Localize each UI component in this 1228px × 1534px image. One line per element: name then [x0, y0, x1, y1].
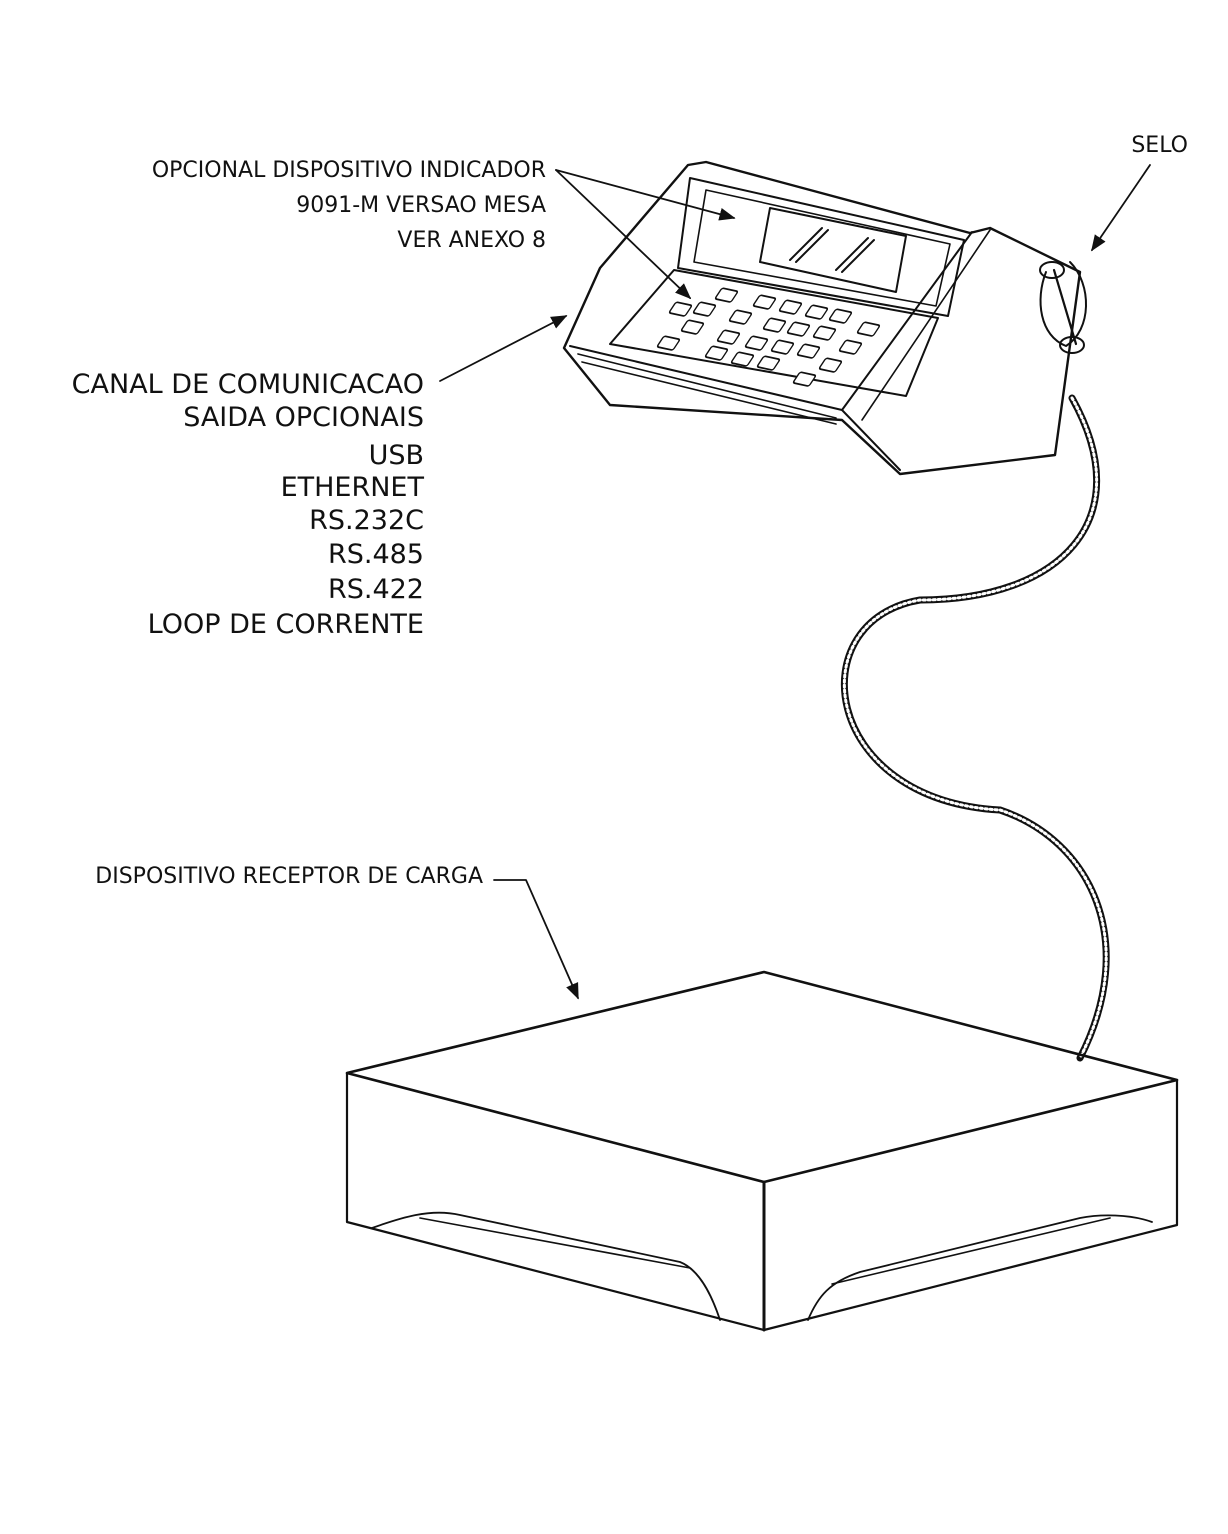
load-receiver-platform — [345, 970, 1179, 1332]
key — [656, 335, 681, 351]
cable-inner — [842, 396, 1108, 1060]
seal-wire-loop — [1039, 261, 1087, 347]
seal-arrow — [1091, 164, 1151, 252]
platform-right-cutout-inner — [831, 1217, 1111, 1285]
platform-left-face — [345, 1071, 766, 1332]
key — [680, 319, 705, 335]
key — [668, 301, 693, 317]
seal-screw-bottom — [1059, 336, 1085, 354]
key — [730, 351, 755, 367]
comm-label: CANAL DE COMUNICACAO SAIDA OPCIONAIS USB… — [72, 369, 425, 640]
display-window — [759, 207, 907, 293]
display-glare-3 — [835, 237, 869, 271]
key — [828, 308, 853, 324]
key — [744, 335, 769, 351]
indicator-device — [562, 160, 1087, 476]
device-front-bevel-2 — [581, 361, 837, 425]
keypad-plate — [609, 269, 939, 397]
indicator-arrow-keypad — [555, 169, 692, 300]
platform-right-cutout — [807, 1214, 1153, 1321]
key — [856, 321, 881, 337]
key — [838, 339, 863, 355]
key — [692, 301, 717, 317]
platform-left-cutout — [371, 1211, 721, 1321]
comm-item: LOOP DE CORRENTE — [148, 609, 424, 640]
key — [752, 294, 777, 310]
display-glare-1 — [789, 227, 823, 261]
device-side-panel-2 — [861, 229, 991, 421]
comm-item: ETHERNET — [281, 472, 425, 503]
device-front-bevel-1 — [577, 353, 837, 419]
key — [770, 339, 795, 355]
key — [804, 304, 829, 320]
device-side-panel — [841, 231, 973, 411]
key — [714, 287, 739, 303]
leader-arrows — [439, 164, 1151, 1000]
comm-item: RS.232C — [309, 505, 424, 536]
comm-subtitle: SAIDA OPCIONAIS — [183, 402, 424, 433]
key — [756, 355, 781, 371]
display-bezel-inner — [693, 189, 951, 307]
key — [818, 357, 843, 373]
seal-label: SELO — [1131, 133, 1188, 158]
key — [792, 371, 817, 387]
display-bezel — [677, 177, 965, 317]
key — [716, 329, 741, 345]
seal-screw-top — [1039, 261, 1065, 279]
indicator-arrow-display — [555, 169, 736, 221]
indicator-label-line2: 9091-M VERSAO MESA — [296, 193, 546, 218]
key — [728, 309, 753, 325]
receiver-arrow — [493, 879, 579, 1000]
key — [812, 325, 837, 341]
device-outer-shell — [562, 160, 1082, 476]
key — [704, 345, 729, 361]
cable — [840, 394, 1110, 1062]
platform-top — [345, 970, 1179, 1184]
platform-right-face — [762, 1078, 1179, 1332]
comm-item: USB — [369, 440, 424, 471]
key — [786, 321, 811, 337]
display-glare-2 — [795, 229, 829, 263]
comm-arrow — [439, 315, 568, 382]
key — [762, 317, 787, 333]
seal-wire — [1052, 268, 1078, 346]
comm-item: RS.422 — [328, 574, 424, 605]
indicator-label-line3: VER ANEXO 8 — [397, 228, 546, 253]
platform-left-cutout-inner — [419, 1217, 691, 1269]
comm-item: RS.485 — [328, 539, 424, 570]
key — [778, 299, 803, 315]
receiver-label: DISPOSITIVO RECEPTOR DE CARGA — [95, 864, 483, 889]
comm-title: CANAL DE COMUNICACAO — [72, 369, 424, 400]
keypad-keys — [656, 287, 881, 387]
key — [796, 343, 821, 359]
indicator-label-line1: OPCIONAL DISPOSITIVO INDICADOR — [152, 158, 546, 183]
indicator-label: OPCIONAL DISPOSITIVO INDICADOR 9091-M VE… — [152, 158, 546, 253]
display-glare-4 — [841, 239, 875, 273]
